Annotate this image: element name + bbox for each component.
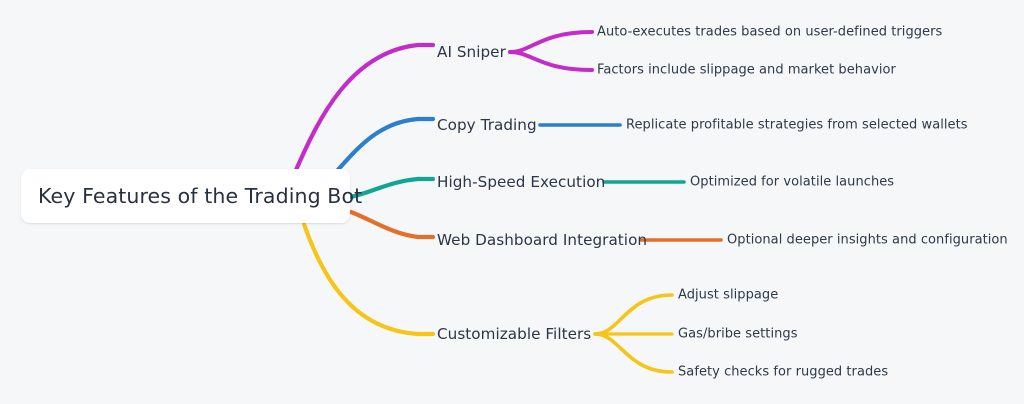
branch-label-copy-trading[interactable]: Copy Trading bbox=[437, 116, 537, 134]
leaf-label-auto-executes-trades[interactable]: Auto-executes trades based on user-defin… bbox=[597, 24, 943, 40]
leaf-label-optional-deeper-insights[interactable]: Optional deeper insights and configurati… bbox=[727, 232, 1008, 248]
edge-root-ai-sniper bbox=[293, 42, 421, 173]
edge-ai-sniper-child-1 bbox=[508, 30, 594, 54]
leaf-label-replicate-profitable-strategies[interactable]: Replicate profitable strategies from sel… bbox=[626, 117, 968, 133]
leaf-label-factors-include-slippage[interactable]: Factors include slippage and market beha… bbox=[597, 62, 896, 78]
root-node[interactable]: Key Features of the Trading Bot bbox=[21, 169, 362, 223]
leaf-label-optimized-for-volatile-launches[interactable]: Optimized for volatile launches bbox=[690, 174, 895, 190]
branch-label-customizable-filters[interactable]: Customizable Filters bbox=[437, 325, 592, 343]
edge-root-web-dashboard-integration bbox=[348, 209, 421, 240]
root-node-label: Key Features of the Trading Bot bbox=[38, 184, 363, 208]
edge-customizable-filters-child-3 bbox=[593, 332, 674, 374]
edge-root-high-speed-execution bbox=[348, 176, 421, 200]
leaf-label-safety-checks-for-rugged-trades[interactable]: Safety checks for rugged trades bbox=[678, 364, 889, 380]
leaf-label-adjust-slippage[interactable]: Adjust slippage bbox=[678, 287, 779, 303]
edge-customizable-filters-child-1 bbox=[593, 293, 674, 336]
edge-root-copy-trading bbox=[333, 116, 421, 175]
branch-label-web-dashboard-integration[interactable]: Web Dashboard Integration bbox=[437, 231, 648, 249]
branch-label-ai-sniper[interactable]: AI Sniper bbox=[437, 43, 506, 61]
edge-ai-sniper-child-2 bbox=[508, 50, 594, 72]
edge-root-customizable-filters bbox=[301, 221, 421, 337]
leaf-label-gas-bribe-settings[interactable]: Gas/bribe settings bbox=[678, 326, 798, 342]
branch-label-high-speed-execution[interactable]: High-Speed Execution bbox=[437, 173, 606, 191]
